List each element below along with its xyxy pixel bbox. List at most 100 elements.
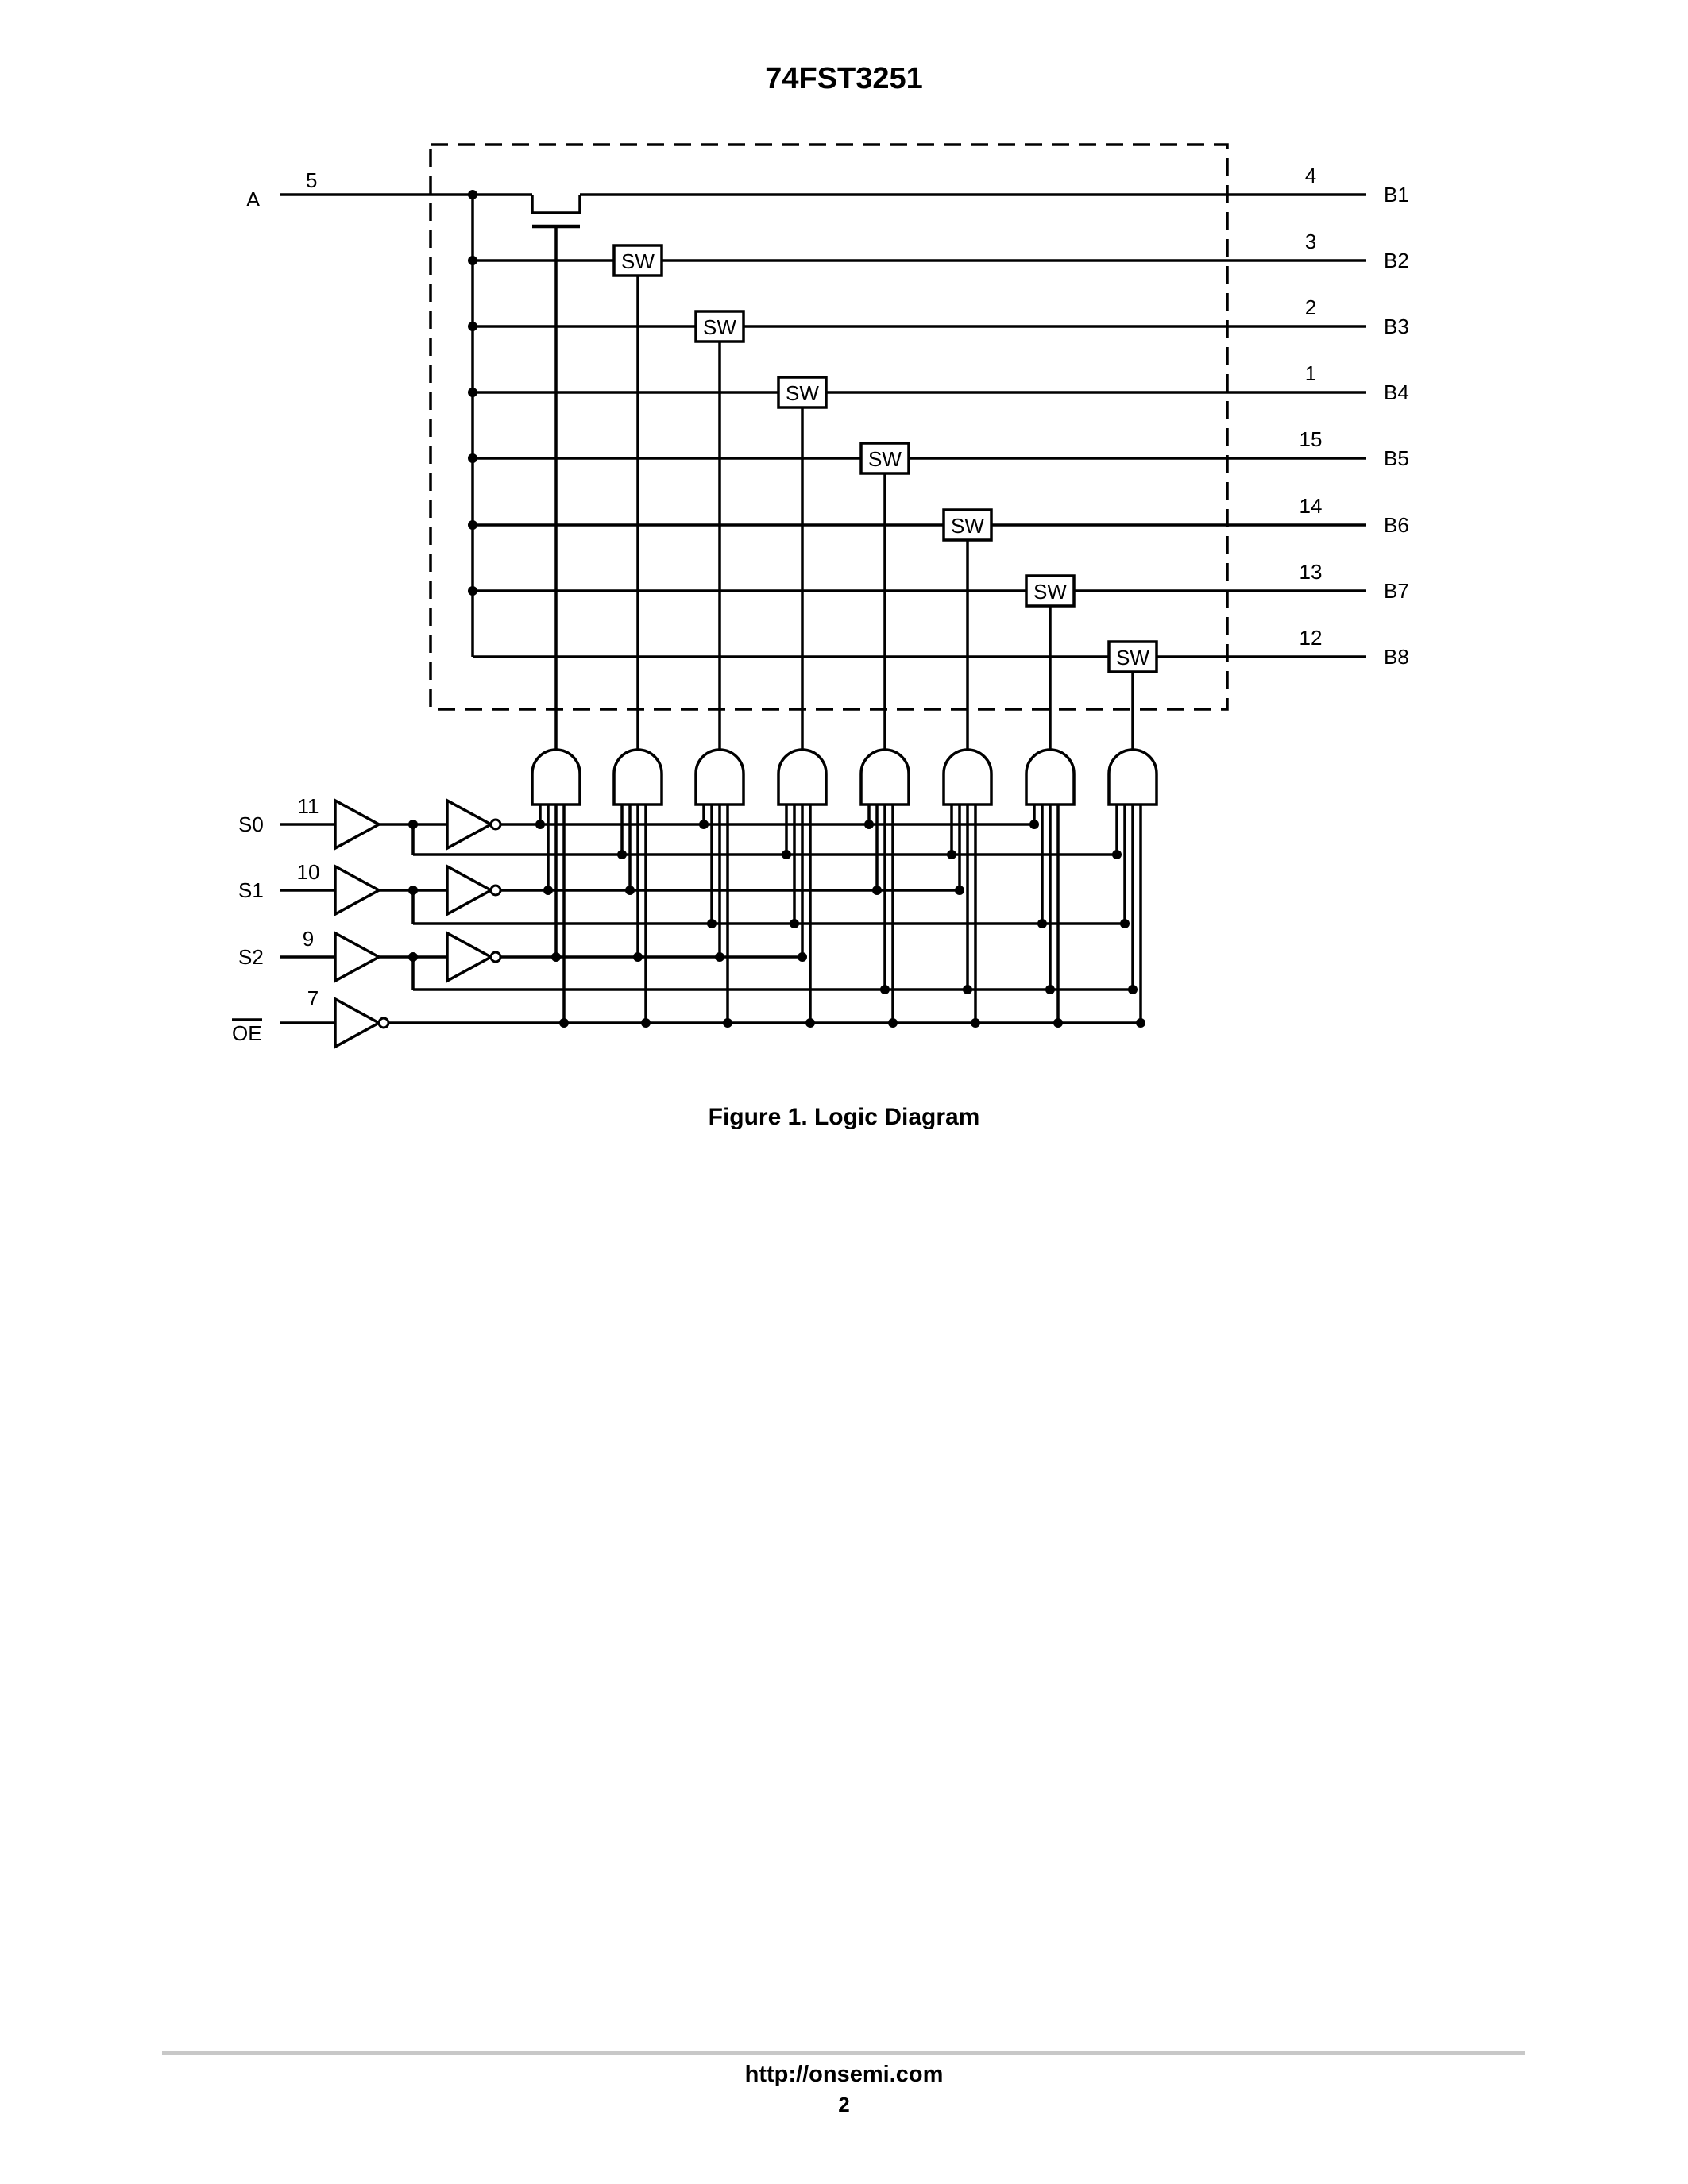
input-a-label: A <box>246 187 261 211</box>
footer-divider <box>162 2051 1525 2055</box>
junction-dot <box>723 1018 732 1028</box>
output-label-b3: B3 <box>1384 314 1409 338</box>
oe-pin: 7 <box>307 986 319 1010</box>
switch-box <box>694 310 745 343</box>
junction-dot <box>1053 1018 1063 1028</box>
output-label-b1: B1 <box>1384 183 1409 206</box>
junction-dot <box>468 322 477 331</box>
switch-box <box>1107 640 1158 673</box>
junction-dot <box>699 820 709 829</box>
output-pin-b6: 14 <box>1300 494 1323 518</box>
junction-dot <box>1120 919 1130 928</box>
output-pin-b7: 13 <box>1300 560 1323 584</box>
and-gate <box>694 748 745 806</box>
junction-dot <box>559 1018 569 1028</box>
input-a-pin: 5 <box>306 168 317 192</box>
switch-box <box>859 442 910 475</box>
select-inverter <box>446 864 494 916</box>
junction-dot <box>625 886 635 895</box>
select-pin-s2: 9 <box>303 927 314 951</box>
junction-dot <box>1029 820 1039 829</box>
junction-dot <box>1128 985 1138 994</box>
and-gate <box>942 748 993 806</box>
switch-label: SW <box>786 381 819 405</box>
junction-dot <box>641 1018 651 1028</box>
switch-box <box>1025 574 1076 608</box>
junction-dot <box>408 952 418 962</box>
and-gate <box>1025 748 1076 806</box>
select-label-s2: S2 <box>238 945 264 969</box>
junction-dot <box>468 453 477 463</box>
junction-dot <box>468 520 477 530</box>
junction-dot <box>1045 985 1055 994</box>
junction-dot <box>798 952 807 962</box>
junction-dot <box>782 850 791 859</box>
oe-inverter <box>334 997 382 1049</box>
junction-dot <box>1037 919 1047 928</box>
junction-dot <box>805 1018 815 1028</box>
junction-dot <box>633 952 643 962</box>
inversion-bubble <box>377 1017 390 1029</box>
junction-dot <box>468 586 477 596</box>
junction-dot <box>1136 1018 1145 1028</box>
device-boundary <box>429 143 1229 711</box>
switch-label: SW <box>621 249 655 273</box>
switch-label: SW <box>703 315 736 339</box>
logic-diagram: A5SWSWSWSWSWSWSWB14B23B32B41B515B614B713… <box>232 143 1409 1049</box>
output-label-b6: B6 <box>1384 513 1409 537</box>
select-pin-s0: 11 <box>298 794 319 818</box>
junction-dot <box>707 919 717 928</box>
inversion-bubble <box>489 884 502 897</box>
transistor-channel <box>531 195 581 214</box>
select-buffer <box>334 798 382 851</box>
inversion-bubble <box>489 818 502 831</box>
select-inverter <box>446 798 494 851</box>
junction-dot <box>715 952 724 962</box>
junction-dot <box>468 256 477 265</box>
junction-dot <box>947 850 956 859</box>
output-pin-b2: 3 <box>1305 230 1316 253</box>
select-inverter <box>446 931 494 983</box>
output-label-b8: B8 <box>1384 645 1409 669</box>
and-gate <box>1107 748 1158 806</box>
inversion-bubble <box>489 951 502 963</box>
figure-caption: Figure 1. Logic Diagram <box>708 1104 980 1130</box>
junction-dot <box>888 1018 898 1028</box>
output-label-b4: B4 <box>1384 380 1409 404</box>
switch-box <box>942 508 993 542</box>
page-number: 2 <box>838 2093 850 2116</box>
switch-label: SW <box>868 447 902 471</box>
switch-label: SW <box>1116 646 1149 669</box>
oe-label: OE <box>232 1021 262 1045</box>
junction-dot <box>535 820 545 829</box>
output-pin-b8: 12 <box>1300 626 1323 650</box>
switch-label: SW <box>951 514 984 538</box>
and-gate <box>777 748 828 806</box>
select-pin-s1: 10 <box>297 860 320 884</box>
junction-dot <box>408 886 418 895</box>
and-gate <box>612 748 663 806</box>
and-gate <box>859 748 910 806</box>
junction-dot <box>872 886 882 895</box>
select-label-s1: S1 <box>238 878 264 902</box>
switch-box <box>612 244 663 277</box>
page-title: 74FST3251 <box>765 62 923 95</box>
junction-dot <box>971 1018 980 1028</box>
footer-url[interactable]: http://onsemi.com <box>744 2062 944 2087</box>
junction-dot <box>468 190 477 199</box>
junction-dot <box>955 886 964 895</box>
switch-box <box>777 376 828 409</box>
junction-dot <box>880 985 890 994</box>
junction-dot <box>617 850 627 859</box>
junction-dot <box>1112 850 1122 859</box>
select-label-s0: S0 <box>238 812 264 836</box>
output-label-b2: B2 <box>1384 249 1409 272</box>
junction-dot <box>468 388 477 397</box>
select-buffer <box>334 864 382 916</box>
output-pin-b1: 4 <box>1305 164 1316 187</box>
select-buffer <box>334 931 382 983</box>
output-label-b5: B5 <box>1384 446 1409 470</box>
junction-dot <box>543 886 553 895</box>
switch-label: SW <box>1033 580 1067 604</box>
junction-dot <box>408 820 418 829</box>
